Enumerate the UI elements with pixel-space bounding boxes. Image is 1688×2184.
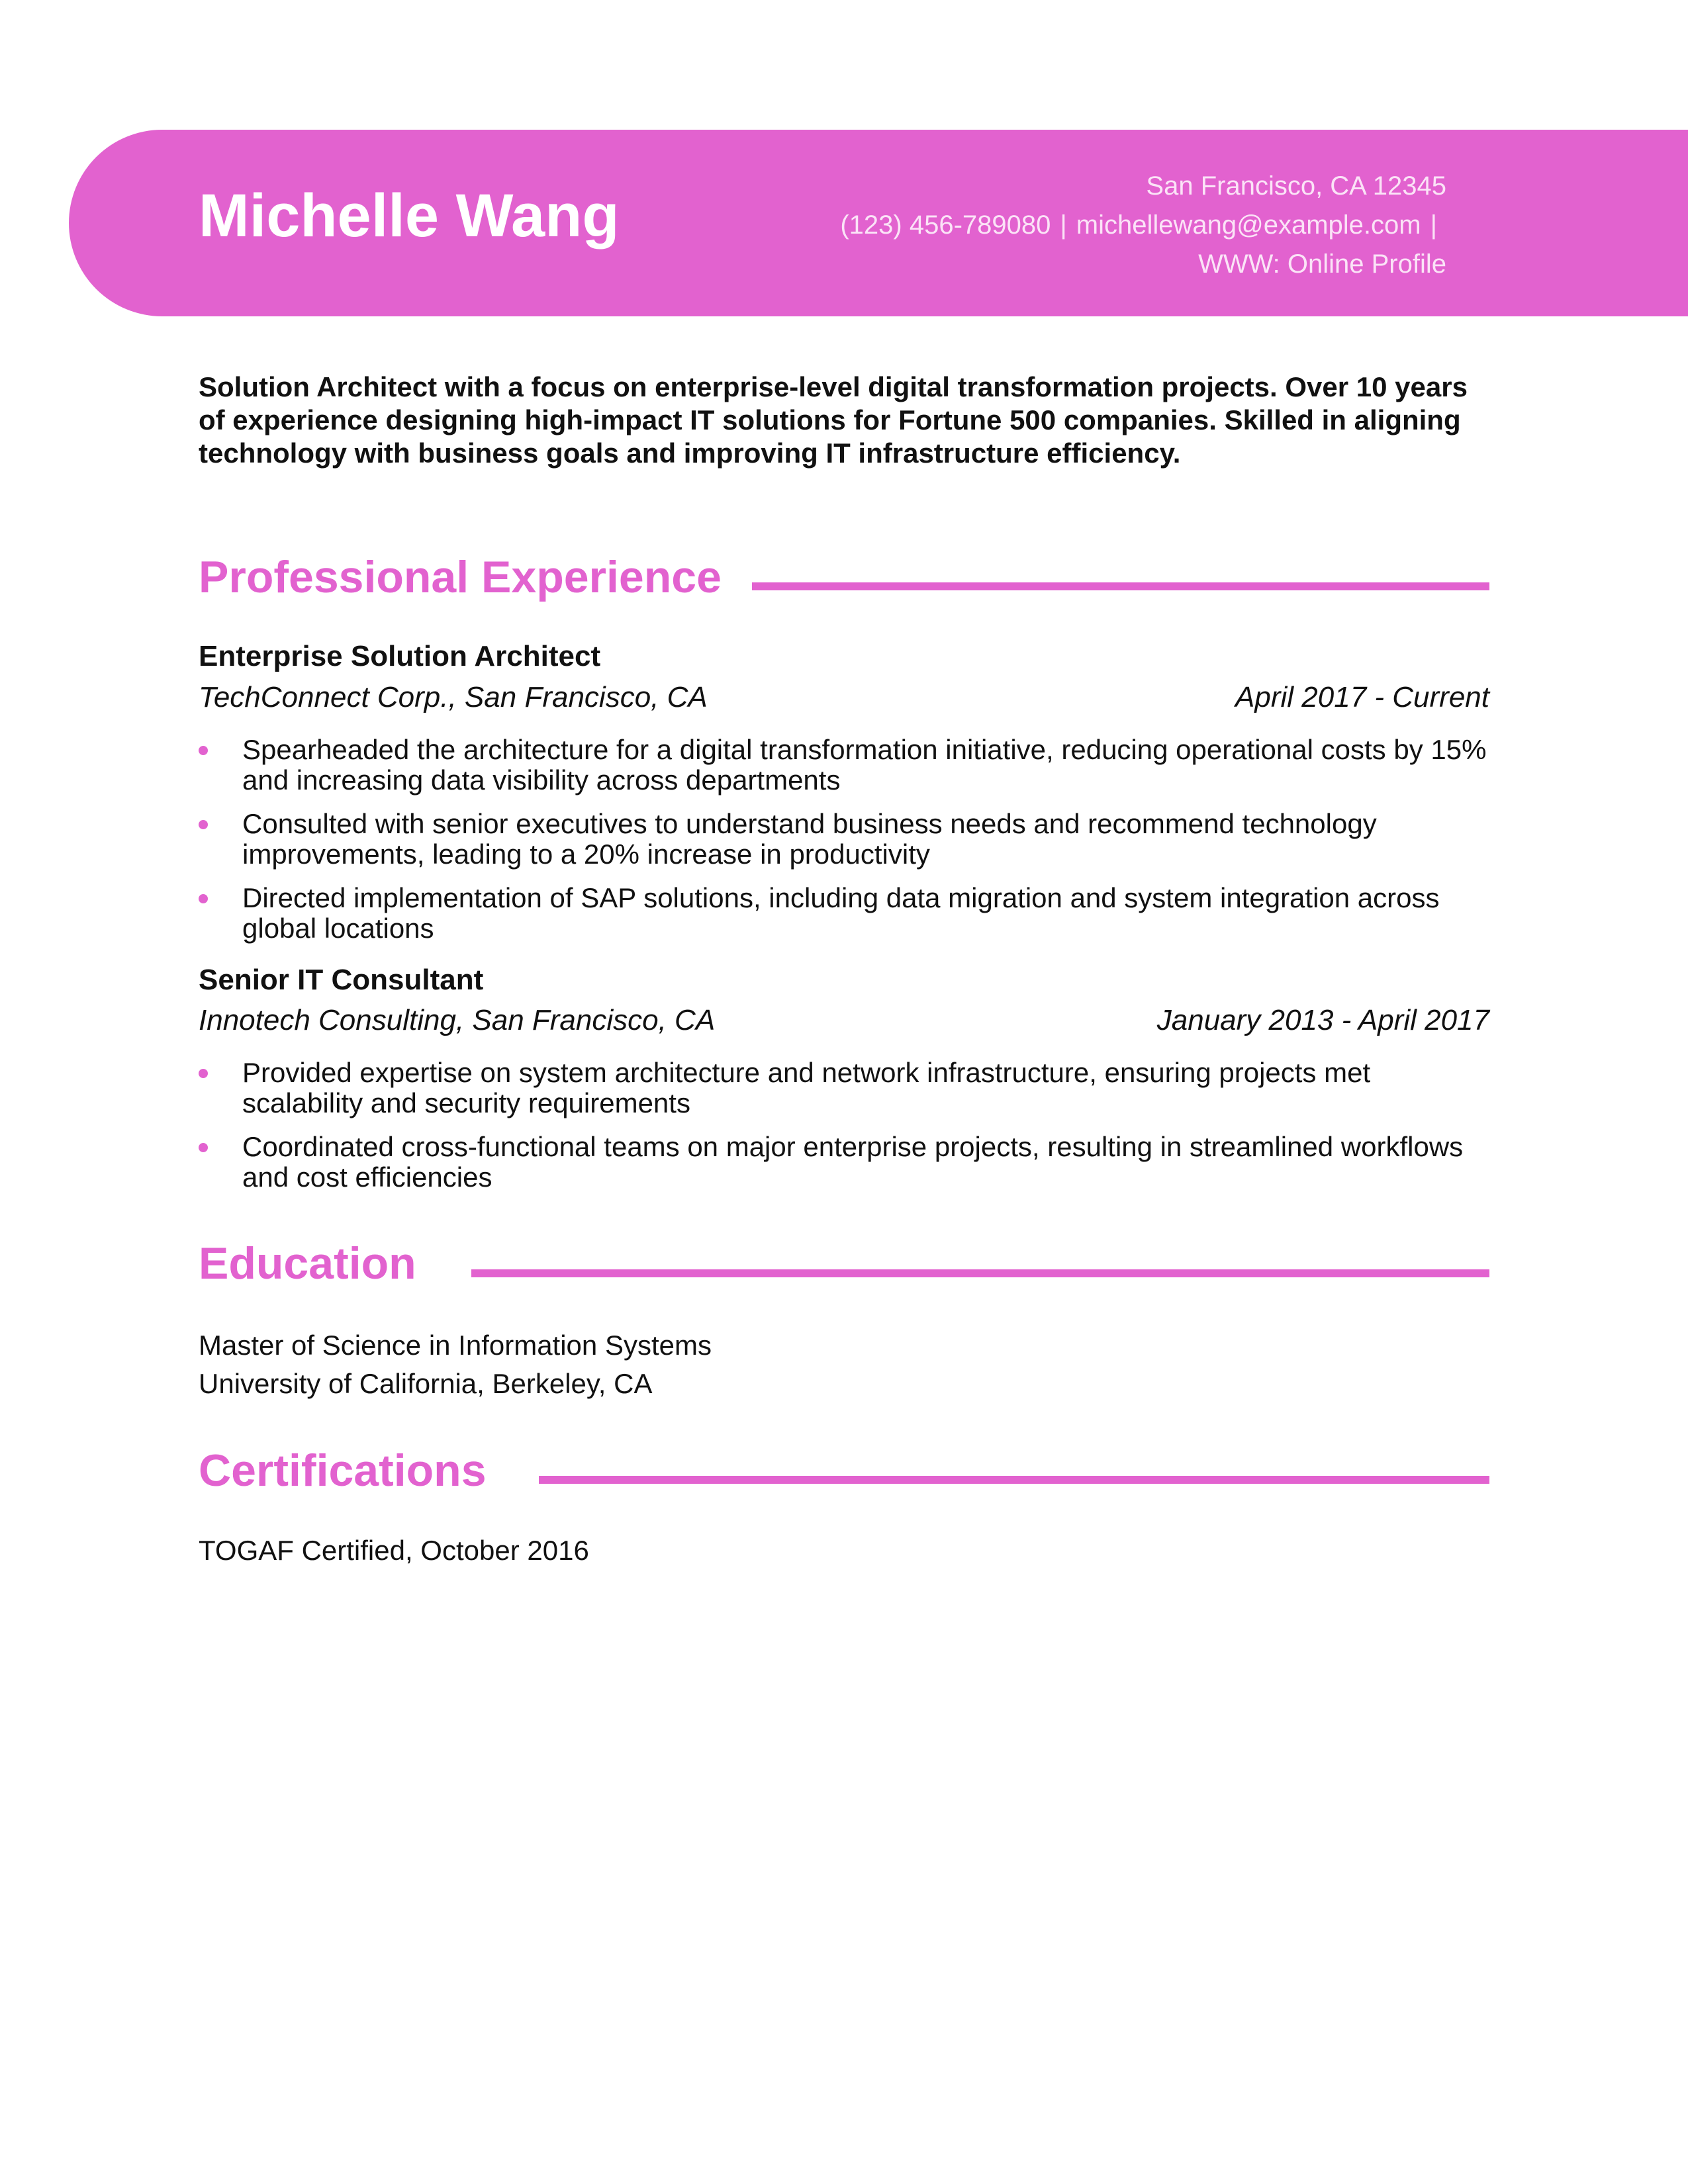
job-meta: TechConnect Corp., San Francisco, CA Apr…	[199, 681, 1489, 713]
job-meta: Innotech Consulting, San Francisco, CA J…	[199, 1004, 1489, 1036]
education-degree: Master of Science in Information Systems	[199, 1330, 712, 1361]
bullet-dot-icon	[199, 894, 208, 903]
contact-email[interactable]: michellewang@example.com	[1076, 210, 1421, 240]
contact-separator: |	[1430, 210, 1437, 240]
section-heading-education: Education	[199, 1238, 416, 1289]
section-rule-certifications	[539, 1476, 1489, 1484]
bullet-dot-icon	[199, 1143, 208, 1152]
contact-separator: |	[1060, 210, 1067, 240]
job-bullets: Spearheaded the architecture for a digit…	[199, 735, 1489, 957]
bullet-dot-icon	[199, 820, 208, 829]
bullet-dot-icon	[199, 746, 208, 755]
job-title: Senior IT Consultant	[199, 964, 484, 996]
job-bullet: Directed implementation of SAP solutions…	[199, 883, 1489, 944]
job-dates: January 2013 - April 2017	[1156, 1004, 1489, 1036]
contact-website[interactable]: WWW: Online Profile	[1198, 250, 1446, 279]
job-title: Enterprise Solution Architect	[199, 640, 601, 672]
job-bullet: Consulted with senior executives to unde…	[199, 809, 1489, 870]
certification-item: TOGAF Certified, October 2016	[199, 1535, 589, 1566]
contact-phone: (123) 456-789080	[840, 210, 1051, 240]
section-heading-experience: Professional Experience	[199, 552, 722, 602]
section-rule-experience	[752, 582, 1489, 590]
job-bullet: Coordinated cross-functional teams on ma…	[199, 1132, 1489, 1193]
contact-address: San Francisco, CA 12345	[1146, 171, 1446, 201]
job-bullet: Provided expertise on system architectur…	[199, 1058, 1489, 1118]
job-bullet: Spearheaded the architecture for a digit…	[199, 735, 1489, 796]
contact-line: (123) 456-789080 | michellewang@example.co…	[840, 206, 1446, 245]
job-dates: April 2017 - Current	[1235, 681, 1489, 713]
professional-summary: Solution Architect with a focus on enter…	[199, 371, 1468, 469]
job-company: Innotech Consulting, San Francisco, CA	[199, 1004, 716, 1036]
section-heading-certifications: Certifications	[199, 1445, 487, 1496]
section-rule-education	[471, 1269, 1489, 1277]
bullet-dot-icon	[199, 1069, 208, 1078]
job-company: TechConnect Corp., San Francisco, CA	[199, 681, 708, 713]
candidate-name: Michelle Wang	[199, 182, 620, 250]
contact-block: San Francisco, CA 12345 (123) 456-789080…	[840, 167, 1446, 284]
header-band	[69, 130, 1688, 316]
job-bullets: Provided expertise on system architectur…	[199, 1058, 1489, 1206]
education-school: University of California, Berkeley, CA	[199, 1368, 653, 1399]
